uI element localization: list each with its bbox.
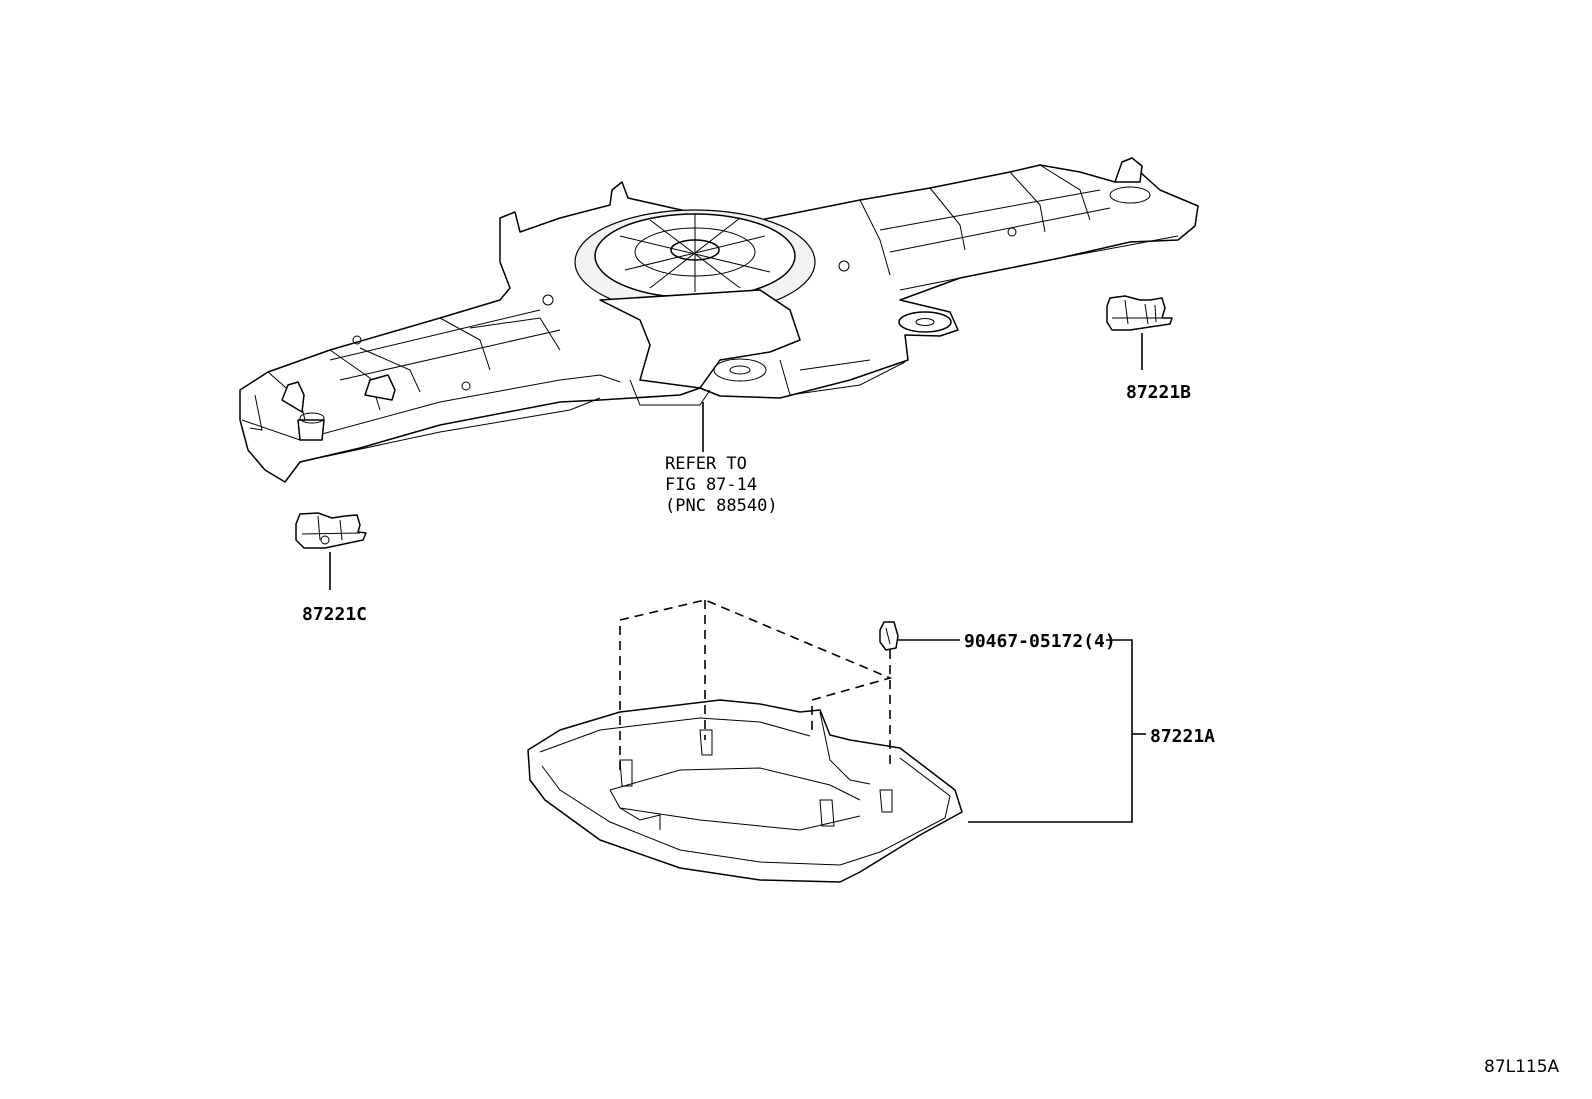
label-87221c: 87221C xyxy=(302,604,367,625)
label-87221b: 87221B xyxy=(1126,382,1191,403)
clip-part-87221b[interactable] xyxy=(1106,295,1173,331)
refer-note-line2: FIG 87-14 xyxy=(665,475,757,495)
bracket-87221a xyxy=(968,639,1133,823)
label-87221a: 87221A xyxy=(1150,726,1215,747)
overhead-console-assembly[interactable] xyxy=(239,157,1199,483)
bezel-part-87221a[interactable] xyxy=(527,699,963,883)
clip-part-87221c[interactable] xyxy=(295,512,367,549)
label-90467: 90467-05172(4) xyxy=(964,631,1116,652)
clip-part-90467[interactable] xyxy=(879,621,899,651)
refer-note-line3: (PNC 88540) xyxy=(665,496,778,516)
refer-note-line1: REFER TO xyxy=(665,454,747,474)
figure-id: 87L115A xyxy=(1484,1057,1560,1077)
alignment-dashes xyxy=(619,599,893,770)
